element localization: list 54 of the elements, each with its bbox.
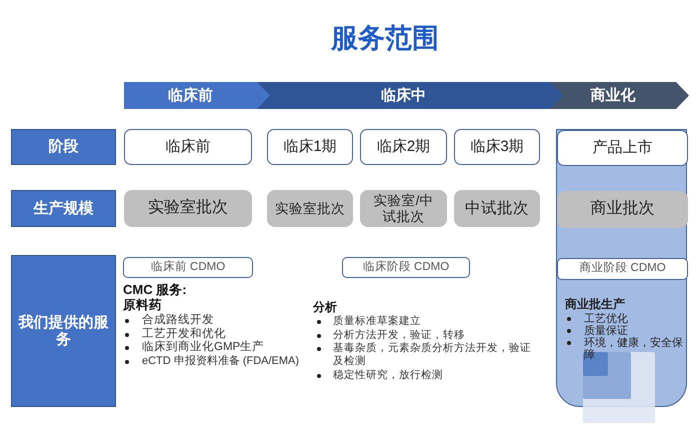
row-header-box: [11, 255, 116, 407]
batch-scale-box: [124, 190, 252, 227]
list-item: 稳定性研究，放行检测: [333, 369, 443, 382]
row-header-text: 生产规模: [34, 200, 94, 218]
diagram-title: 服务范围: [330, 22, 440, 55]
batch-scale-box: [557, 191, 688, 228]
batch-scale-box: [454, 190, 540, 227]
batch-scale-text: 实验室/中试批次: [372, 192, 434, 224]
row-header-box: [11, 129, 116, 165]
stage-name: 产品上市: [592, 139, 652, 157]
batch-scale-text: 实验室批次: [275, 200, 345, 216]
list-item: 工艺优化: [584, 313, 629, 325]
phase-banner: [124, 82, 270, 109]
phase-banner: [257, 82, 563, 109]
list-item: 基毒杂质，元素杂质分析方法开发，验证及检测: [333, 342, 532, 368]
list-item: 质量标准草案建立: [333, 315, 421, 328]
list-heading: 商业批生产: [565, 298, 626, 310]
row-header-text: 我们提供的服务: [17, 314, 110, 348]
section-heading: 原料药: [123, 299, 162, 312]
list-item: 分析方法开发，验证，转移: [333, 329, 465, 342]
section-heading: 分析: [313, 301, 337, 314]
list-item: 工艺开发和优化: [142, 328, 226, 340]
service-stage-text: 临床前 CDMO: [150, 260, 226, 274]
stage-name: 临床前: [166, 138, 210, 156]
phase-label: 临床前: [168, 86, 213, 104]
stage-box: [454, 129, 540, 165]
row-header-box: [11, 190, 116, 227]
stage-box: [557, 130, 688, 166]
batch-scale-box: [360, 190, 447, 227]
batch-scale-text: 中试批次: [465, 200, 529, 218]
service-stage-box: [342, 257, 470, 278]
stage-name: 临床1期: [283, 138, 337, 156]
list-item: 合成路线开发: [142, 314, 214, 327]
stage-name: 临床2期: [376, 138, 430, 156]
section-heading: CMC 服务:: [123, 283, 187, 296]
phase-label: 临床中: [381, 86, 426, 104]
batch-scale-text: 商业批次: [590, 200, 654, 219]
service-stage-text: 商业阶段 CDMO: [579, 262, 666, 276]
batch-scale-text: 实验室批次: [148, 199, 228, 218]
phase-label: 商业化: [590, 86, 636, 104]
list-item: eCTD 申报资料准备 (FDA/EMA): [142, 355, 300, 368]
stage-box: [124, 129, 252, 165]
list-item: 环境，健康，安全保障: [584, 337, 684, 361]
stage-box: [360, 129, 447, 165]
phase-banner: [550, 82, 689, 109]
batch-scale-box: [267, 190, 353, 227]
stage-name: 临床3期: [470, 138, 524, 156]
row-header-text: 阶段: [48, 138, 78, 156]
service-stage-box: [557, 258, 688, 280]
stage-box: [267, 129, 353, 165]
service-stage-box: [123, 257, 253, 278]
list-item: 质量保证: [584, 325, 628, 337]
list-item: 临床到商业化GMP生产: [142, 341, 264, 354]
service-stage-text: 临床阶段 CDMO: [362, 260, 450, 274]
